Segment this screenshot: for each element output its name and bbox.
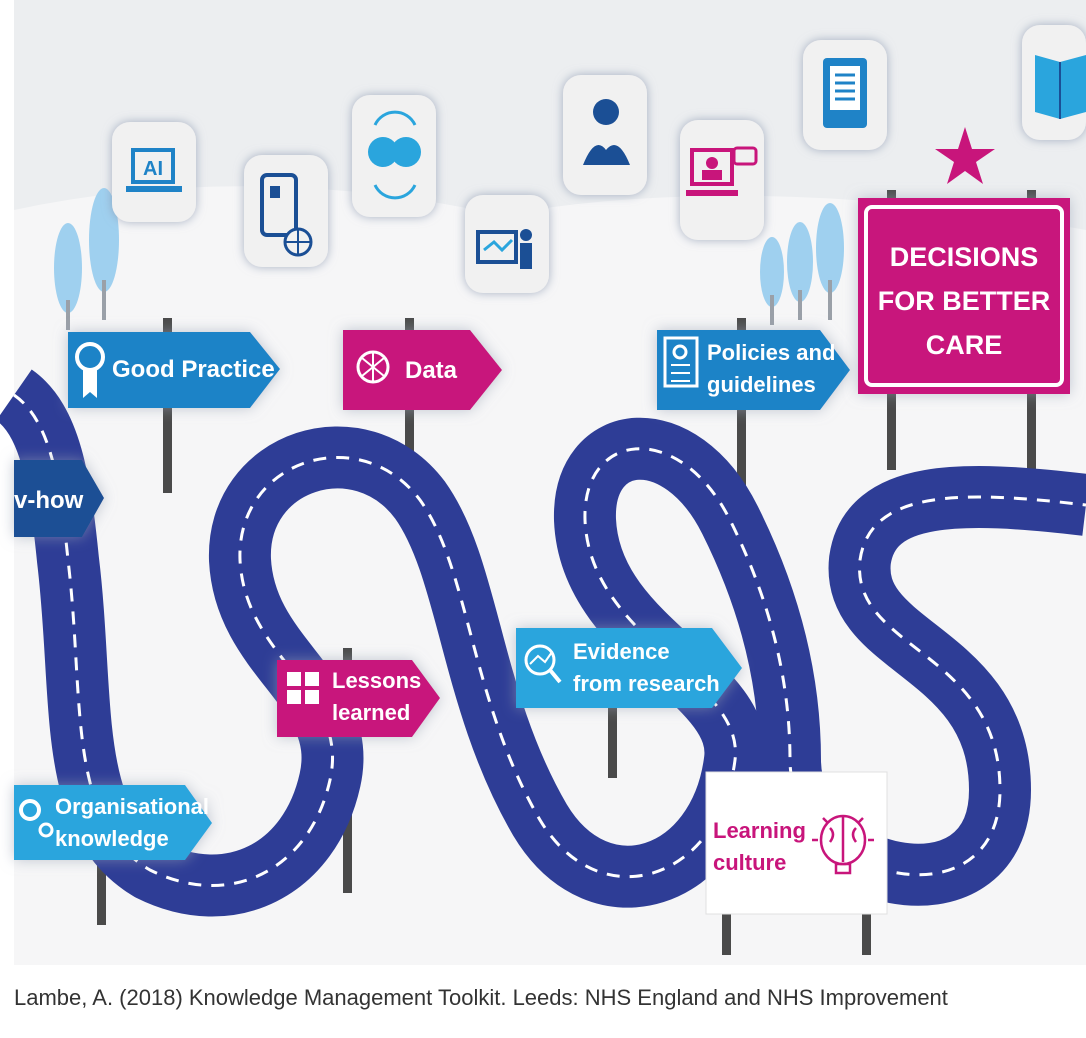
learning-label-line1: Learning <box>713 818 806 843</box>
data-label: Data <box>405 357 458 384</box>
trees <box>54 188 844 330</box>
tablet-globe-icon <box>244 155 328 267</box>
lessons-label-line2: learned <box>332 700 410 725</box>
decisions-destination-sign: DECISIONS FOR BETTER CARE <box>858 198 1070 394</box>
learning-label-line2: culture <box>713 850 786 875</box>
ai-label: AI <box>143 158 163 180</box>
e-reader-icon <box>803 40 887 150</box>
policies-label-line1: Policies and <box>707 340 835 365</box>
puzzle-icon <box>287 672 319 704</box>
policies-label-line2: guidelines <box>707 372 816 397</box>
video-call-icon <box>680 120 764 240</box>
winding-road <box>0 369 1086 917</box>
destination-line1: DECISIONS <box>890 242 1039 272</box>
book-icon <box>1022 25 1086 140</box>
organisational-label-line1: Organisational <box>55 794 209 819</box>
evidence-sign: Evidence from research <box>516 628 742 708</box>
data-sign: Data <box>343 330 502 410</box>
heads-exchange-icon <box>352 95 436 217</box>
tree <box>89 188 119 292</box>
ai-laptop-icon: AI <box>112 122 196 222</box>
destination-line3: CARE <box>926 330 1003 360</box>
know-how-sign: v-how <box>14 460 104 537</box>
learning-culture-sign: Learning culture <box>705 771 888 915</box>
lessons-learned-sign: Lessons learned <box>277 660 440 737</box>
tree <box>760 237 784 307</box>
destination-line2: FOR BETTER <box>878 286 1051 316</box>
evidence-label-line1: Evidence <box>573 639 670 664</box>
presentation-icon <box>465 195 549 293</box>
magnifier-chart-icon <box>524 644 556 676</box>
document-search-icon <box>663 336 699 388</box>
star-icon <box>935 127 995 184</box>
evidence-label-line2: from research <box>573 671 720 696</box>
tree <box>787 222 813 302</box>
road-dashes <box>13 393 1086 887</box>
lessons-label-line1: Lessons <box>332 668 421 693</box>
organisational-label-line2: knowledge <box>55 826 169 851</box>
good-practice-label: Good Practice <box>112 356 275 383</box>
know-how-label: v-how <box>14 487 84 514</box>
tree <box>54 223 82 313</box>
reader-icon <box>563 75 647 195</box>
brain-bulb-icon <box>812 814 874 875</box>
organisational-knowledge-sign: Organisational knowledge <box>14 785 212 860</box>
citation-caption: Lambe, A. (2018) Knowledge Management To… <box>14 985 948 1010</box>
gears-icon <box>19 799 41 821</box>
tree <box>816 203 844 293</box>
policies-sign: Policies and guidelines <box>657 330 850 410</box>
good-practice-sign: Good Practice <box>68 332 280 408</box>
